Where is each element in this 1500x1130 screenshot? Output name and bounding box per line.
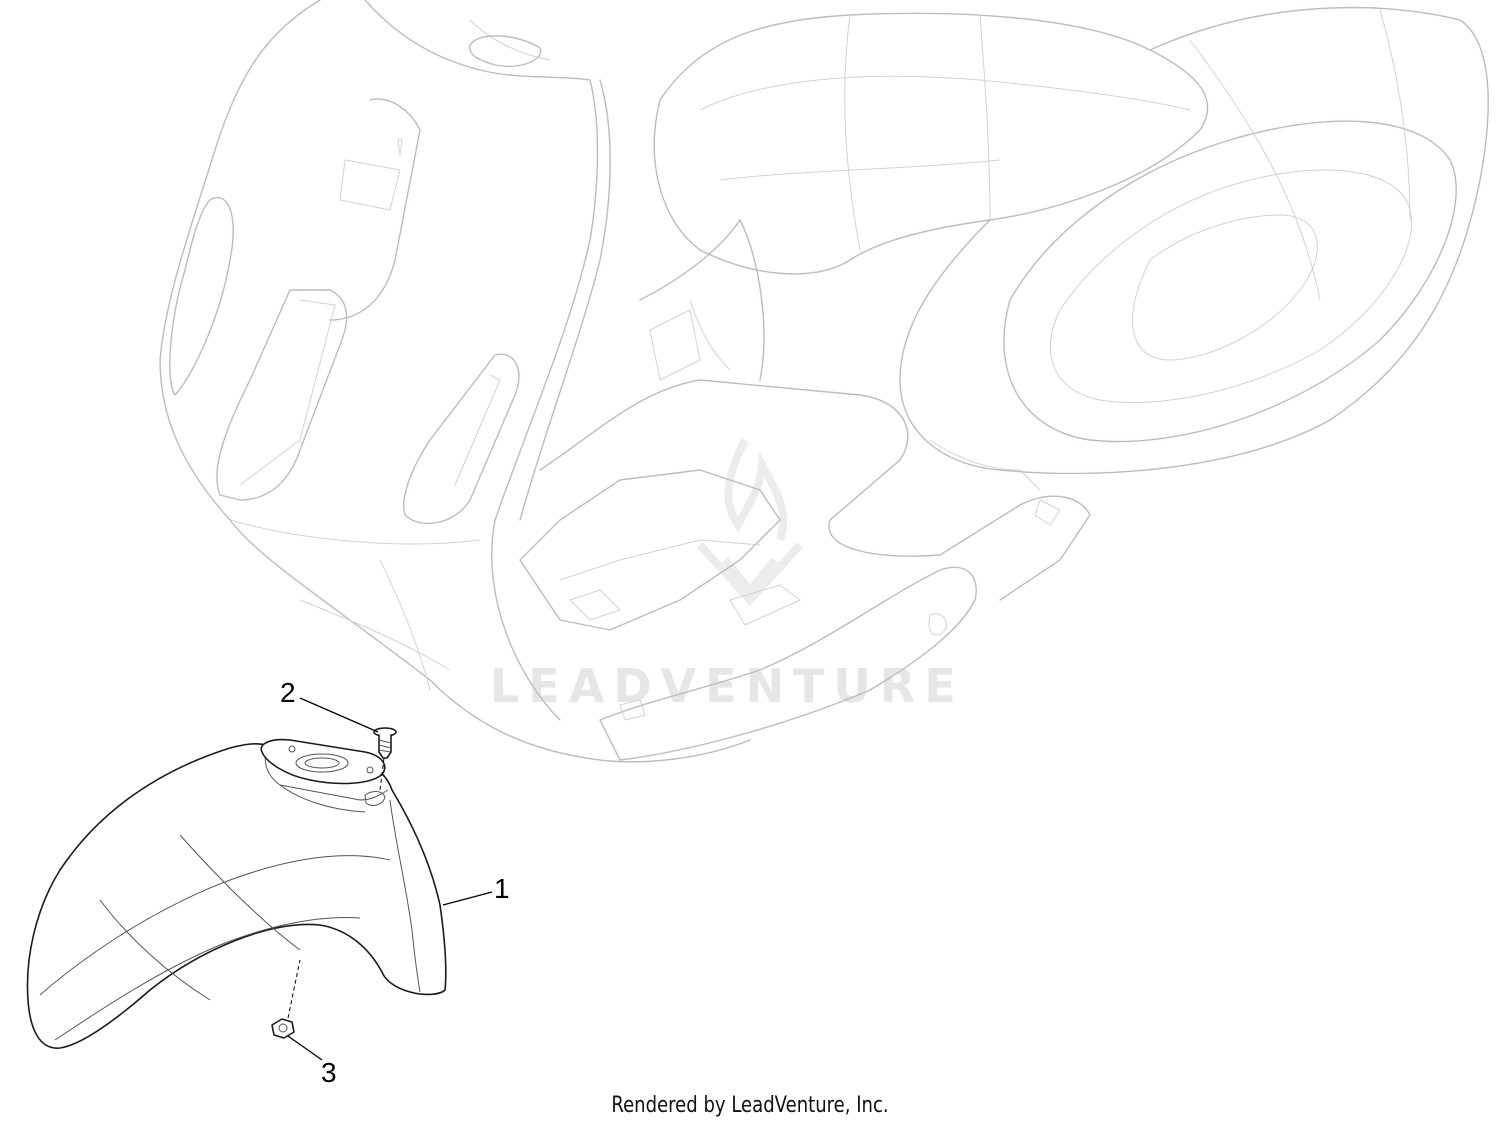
nut	[271, 959, 301, 1039]
watermark: LEADVENTURE	[490, 438, 965, 713]
watermark-logo	[697, 438, 803, 606]
callout-2: 2	[280, 677, 379, 733]
callout-3-label: 3	[321, 1057, 337, 1088]
watermark-text: LEADVENTURE	[490, 659, 965, 713]
callout-3: 3	[287, 1035, 337, 1088]
scooter-body-outline	[159, 0, 1489, 763]
callout-2-label: 2	[280, 677, 296, 708]
screw	[373, 727, 397, 791]
front-mudguard	[26, 738, 447, 1049]
callout-1: 1	[442, 873, 510, 906]
callout-1-label: 1	[494, 873, 510, 904]
render-credit: Rendered by LeadVenture, Inc.	[611, 1093, 889, 1118]
